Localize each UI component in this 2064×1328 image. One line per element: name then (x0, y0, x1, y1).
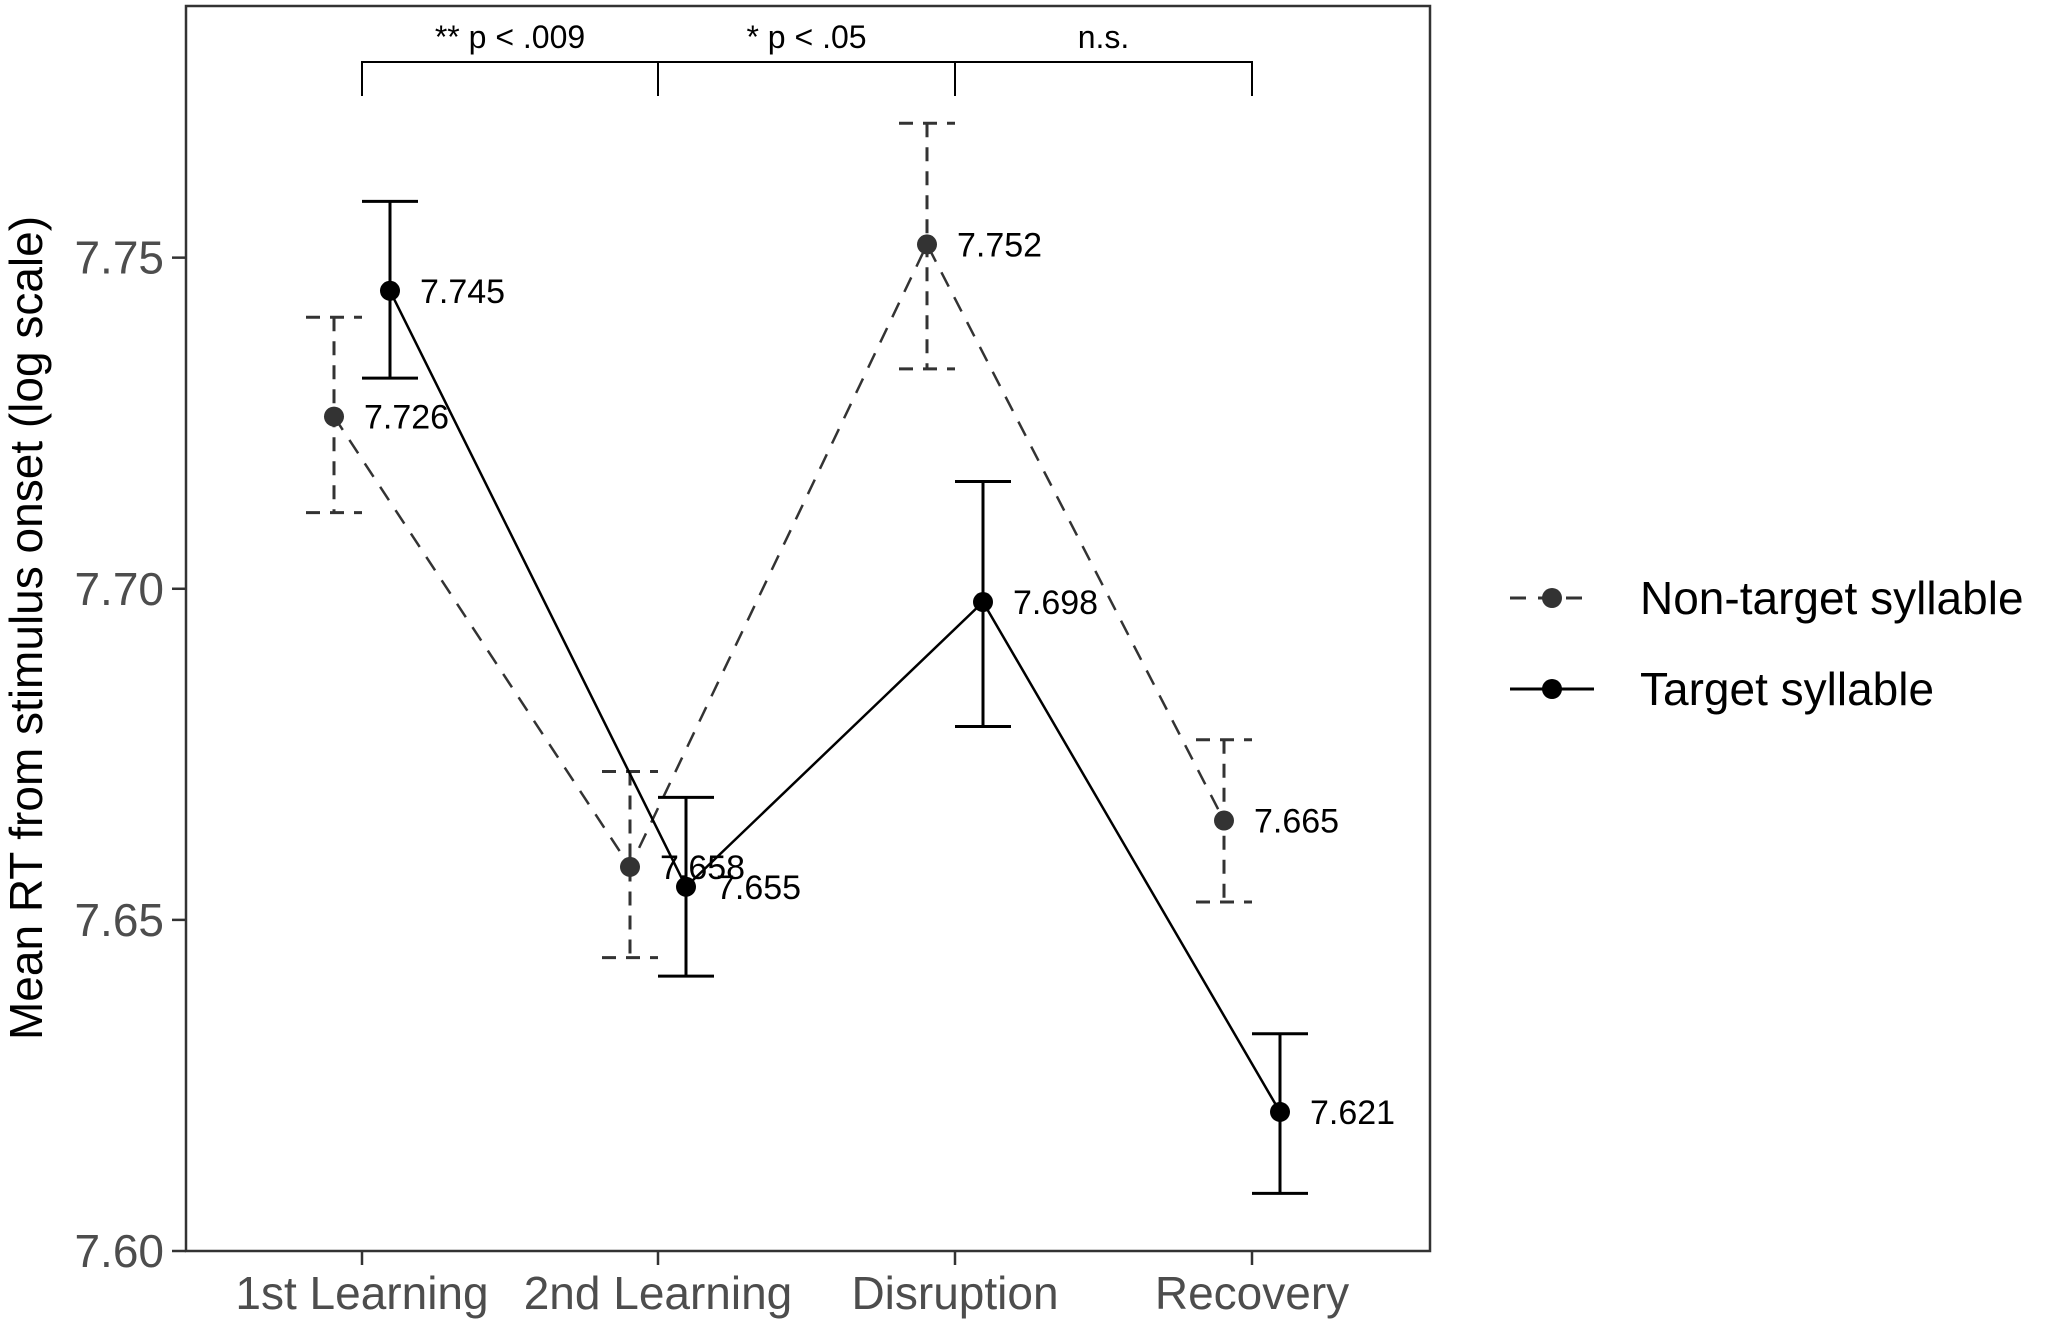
significance-bracket: * p < .05 (657, 19, 956, 96)
data-label: 7.621 (1310, 1094, 1395, 1132)
data-label: 7.665 (1254, 803, 1339, 841)
data-point (380, 280, 400, 301)
bracket-line (954, 61, 1253, 96)
bracket-label: n.s. (1078, 19, 1130, 55)
data-point (676, 876, 696, 897)
data-point (1214, 810, 1234, 831)
data-label: 7.726 (364, 399, 449, 437)
significance-bracket: ** p < .009 (361, 19, 659, 96)
data-point (324, 406, 344, 427)
x-tick-label: 1st Learning (235, 1267, 488, 1319)
x-tick-label: 2nd Learning (524, 1267, 793, 1319)
series-non-target-syllable: 7.726 7.658 7.752 7.665 (306, 121, 1339, 960)
series-line (388, 290, 1282, 1113)
significance-brackets: ** p < .009 * p < .05 n.s. (361, 19, 1253, 96)
data-label: 7.752 (957, 226, 1042, 264)
legend-key-point (1542, 679, 1562, 699)
legend-label: Non-target syllable (1640, 572, 2024, 624)
bracket-label: * p < .05 (746, 19, 866, 55)
y-tick-label: 7.65 (74, 894, 164, 946)
y-tick-label: 7.60 (74, 1225, 164, 1277)
y-tick-label: 7.75 (74, 232, 164, 284)
y-axis-title: Mean RT from stimulus onset (log scale) (0, 216, 52, 1040)
data-label: 7.658 (660, 849, 745, 887)
legend-label: Target syllable (1640, 663, 1934, 715)
significance-bracket: n.s. (954, 19, 1253, 96)
legend-key-point (1542, 588, 1562, 608)
legend-item: Target syllable (1510, 663, 1934, 715)
data-point (620, 856, 640, 877)
bracket-label: ** p < .009 (435, 19, 585, 55)
data-point (1270, 1101, 1290, 1122)
plot-panel-border (184, 4, 1432, 1253)
data-label: 7.698 (1013, 584, 1098, 622)
data-point (973, 592, 993, 613)
series-line (332, 241, 1226, 870)
data-label: 7.655 (716, 869, 801, 907)
axes: 7.60 7.65 7.70 7.75 1st Learning 2nd Learning… (74, 232, 1349, 1319)
x-tick-label: Recovery (1155, 1267, 1349, 1319)
data-point (917, 234, 937, 255)
y-tick-label: 7.70 (74, 563, 164, 615)
data-label: 7.745 (420, 273, 505, 311)
series-target-syllable: 7.745 7.655 7.698 7.621 (362, 199, 1395, 1195)
x-tick-label: Disruption (851, 1267, 1058, 1319)
series-layer: 7.726 7.658 7.752 7.665 7.745 7.655 7.698 7.621 (306, 121, 1395, 1195)
legend-item: Non-target syllable (1510, 572, 2024, 624)
